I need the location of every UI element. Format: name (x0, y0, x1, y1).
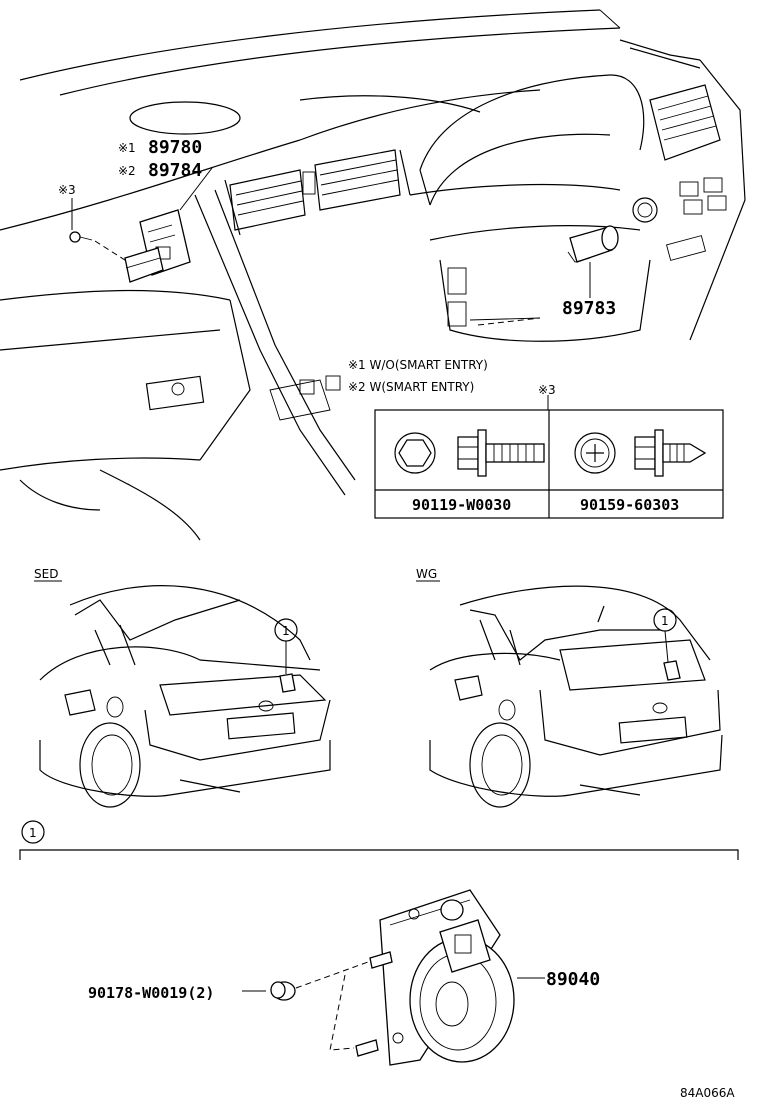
buzzer-part-89040 (355, 889, 515, 1066)
hex-bolt-side-icon (457, 429, 545, 477)
bolt-right-part-number: 90159-60303 (580, 496, 679, 514)
section-bracket (19, 849, 739, 860)
part-number-89040: 89040 (546, 969, 600, 990)
sedan-ref-number: 1 (282, 624, 290, 638)
note-mark-3: ※3 (538, 383, 556, 397)
part-number-89783: 89783 (562, 298, 616, 319)
sensor-part-89783 (567, 225, 619, 263)
nut-part-90178 (270, 981, 296, 1001)
hex-bolt-head-icon (394, 432, 436, 474)
part-number-90178: 90178-W0019(2) (88, 984, 214, 1002)
section-ref-circle (21, 820, 45, 844)
note-with-smart-entry: ※2 W(SMART ENTRY) (348, 380, 474, 394)
wagon-ref-number: 1 (661, 614, 669, 628)
phillips-bolt-head-icon (574, 432, 616, 474)
bolt-left-part-number: 90119-W0030 (412, 496, 511, 514)
bolt-table: 90119-W0030 90159-60303 (374, 409, 724, 519)
leader-dash-nut-bottom (329, 974, 355, 1051)
figure-code: 84A066A (680, 1086, 735, 1100)
wagon-rear-illustration (429, 585, 723, 808)
leader-dash-89783 (477, 317, 541, 326)
note-without-smart-entry: ※1 W/O(SMART ENTRY) (348, 358, 488, 372)
sedan-rear-illustration (39, 585, 331, 808)
keyless-module-part (69, 209, 191, 283)
wagon-view-label: WG (416, 567, 437, 581)
dashboard-illustration (0, 9, 746, 541)
tapping-screw-side-icon (634, 429, 707, 477)
leader-dash-nut-top (295, 961, 369, 989)
mark-1-label: ※1 (118, 141, 136, 155)
part-number-89780: 89780 (148, 137, 202, 158)
sedan-view-label: SED (34, 567, 58, 581)
mark-3-label: ※3 (58, 183, 76, 197)
mark-2-label: ※2 (118, 164, 136, 178)
section-ref-number: 1 (29, 826, 37, 840)
part-number-89784: 89784 (148, 160, 202, 181)
leader-89784 (179, 167, 213, 211)
